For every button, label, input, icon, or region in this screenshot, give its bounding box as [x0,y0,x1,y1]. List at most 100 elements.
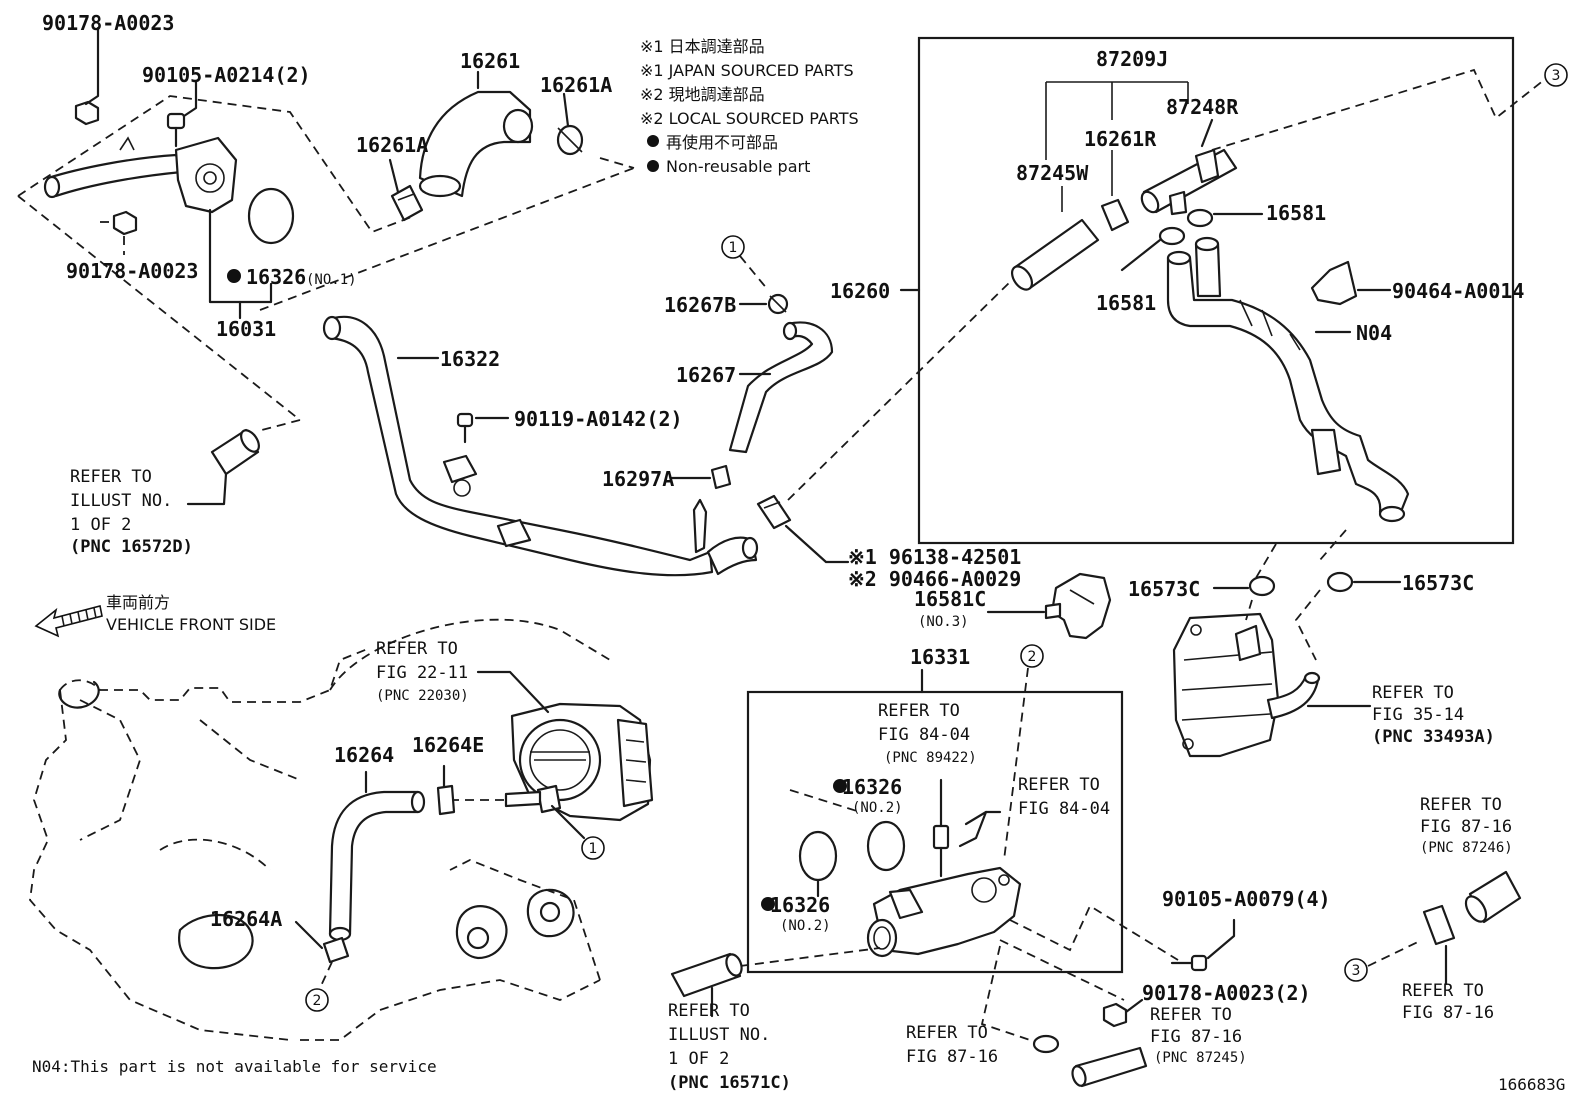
pipe-87248r [1140,148,1238,216]
clamp-16264a [322,936,350,964]
marker-2-top: 2 [1028,649,1037,665]
label-16326-no2-b: 16326 [770,893,830,917]
ref1-line1: REFER TO [70,467,152,487]
label-90105-a0214: 90105-A0214(2) [142,63,311,87]
label-96138: ※1 96138-42501 [848,545,1021,569]
label-16322: 16322 [440,347,500,371]
label-16573c-left: 16573C [1128,577,1200,601]
ref10-line1: REFER TO [668,1001,750,1021]
marker-1-top: 1 [729,240,738,256]
vehicle-front-jp: 車両前方 [106,593,170,612]
label-16581-b: 16581 [1096,291,1156,315]
ref4-line1: REFER TO [1018,775,1100,795]
ref10-line3: 1 OF 2 [668,1049,729,1069]
hose-87245w [1010,218,1100,291]
label-16261: 16261 [460,49,520,73]
label-16031: 16031 [216,317,276,341]
bolt-90105-a0079 [1170,954,1208,972]
clamp-16264e [436,784,456,816]
marker-3-bottom: 3 [1352,963,1361,979]
ref5-line1: REFER TO [1372,683,1454,703]
nut-90178-top [74,100,100,126]
ref2-line1: REFER TO [376,639,458,659]
ref1-line4: (PNC 16572D) [70,537,193,557]
clamp-16261a-left [390,184,424,222]
marker-1-bottom: 1 [589,841,598,857]
vehicle-front-en: VEHICLE FRONT SIDE [106,615,276,634]
label-16573c-right: 16573C [1402,571,1474,595]
legend-nonreuse-jp: 再使用不可部品 [666,133,778,152]
ref2-line2: FIG 22-11 [376,663,468,683]
engine-outline [29,618,611,1041]
ref10-line2: ILLUST NO. [668,1025,770,1045]
gasket-16326-no2-a [866,820,906,872]
ref9-line2: FIG 87-16 [906,1047,998,1067]
ref7-line1: REFER TO [1402,981,1484,1001]
clamp-16261a-right [556,124,584,156]
clamp-87246 [1422,904,1456,946]
hose-16267 [728,321,834,454]
hose-87246 [1464,870,1522,924]
label-16264e: 16264E [412,733,484,757]
ref1-line3: 1 OF 2 [70,515,131,535]
clamp-16581-lower [1158,226,1186,246]
ref3-line1: REFER TO [878,701,960,721]
label-90119: 90119-A0142(2) [514,407,683,431]
label-16264a: 16264A [210,907,282,931]
label-90105-a0079: 90105-A0079(4) [1162,887,1331,911]
gasket-16326-no1 [247,187,295,245]
ref8-line2: FIG 87-16 [1150,1027,1242,1047]
hose-87245 [1071,1046,1148,1088]
label-16326-no2-b-sub: (NO.2) [780,918,831,934]
label-16261r: 16261R [1084,127,1157,151]
ref3-line2: FIG 84-04 [878,725,970,745]
hose-16261 [418,90,534,198]
legend-japan-jp: ※1 日本調達部品 [640,37,765,56]
label-n04: N04 [1356,321,1392,345]
legend-local-jp: ※2 現地調達部品 [640,85,765,104]
bolt-90119 [456,412,474,444]
sensor-16581c [1044,572,1112,640]
footnote-n04: N04:This part is not available for servi… [32,1057,437,1076]
label-90178-top: 90178-A0023 [42,11,174,35]
water-outlet-16331 [866,866,1022,958]
label-16261a-right: 16261A [540,73,612,97]
label-16326-no2-a: 16326 [842,775,902,799]
clip-16297a [710,464,732,490]
label-16581-a: 16581 [1266,201,1326,225]
label-16260: 16260 [830,279,890,303]
ref5-line3: (PNC 33493A) [1372,727,1495,747]
clamp-16573c-left [1248,575,1276,597]
clamp-16261r [1100,198,1130,232]
label-90466: ※2 90466-A0029 [848,567,1021,591]
clamp-96138 [756,494,792,530]
ref8-line3: (PNC 87245) [1154,1050,1247,1066]
ref7-line2: FIG 87-16 [1402,1003,1494,1023]
clamp-87-16-bottom [1032,1034,1060,1054]
ref5-line2: FIG 35-14 [1372,705,1464,725]
label-16267b: 16267B [664,293,736,317]
ref9-line1: REFER TO [906,1023,988,1043]
temp-sensor [932,778,950,878]
label-16326-no1: 16326 [246,265,306,289]
water-outlet-housing [43,136,238,214]
gasket-16326-no2-b [798,830,838,882]
hose-16572d [210,428,260,476]
clamp-16267b [767,293,789,315]
nut-90178-mid [112,210,138,236]
ref2-line3: (PNC 22030) [376,688,469,704]
label-16267: 16267 [676,363,736,387]
clamp-16581-upper [1186,208,1214,228]
clamp-16573c-right [1326,571,1354,593]
bolt-90105-a0214 [166,112,186,148]
hose-16264 [328,790,426,942]
ref6-line3: (PNC 87246) [1420,840,1513,856]
legend-japan-en: ※1 JAPAN SOURCED PARTS [640,61,854,80]
oil-cooler [1172,612,1321,758]
label-16297a: 16297A [602,467,674,491]
label-16331: 16331 [910,645,970,669]
legend-local-en: ※2 LOCAL SOURCED PARTS [640,109,859,128]
label-90464: 90464-A0014 [1392,279,1524,303]
hose-n04 [1166,236,1410,523]
